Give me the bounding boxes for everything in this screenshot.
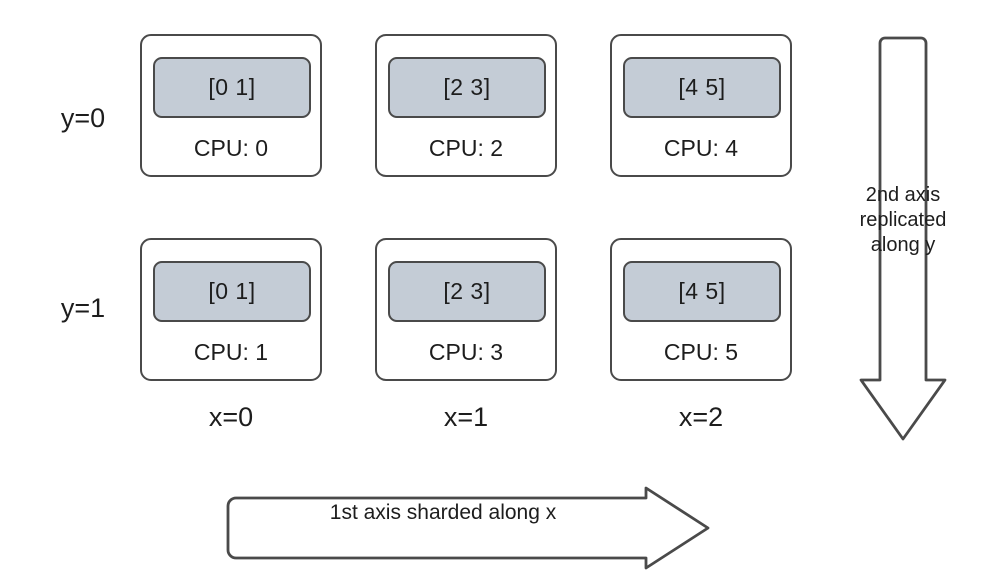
col-label-x2: x=2 [678,402,724,432]
replication-axis-label: 2nd axis replicated along y [838,183,968,258]
cpu-label: CPU: 5 [663,339,739,365]
col-label-x1: x=1 [443,402,489,432]
device-card[interactable]: [4 5] CPU: 4 [610,34,792,177]
replication-axis-arrow-icon [853,33,953,447]
row-label-y0: y=0 [60,103,106,133]
shard-chip: [0 1] [153,261,311,322]
shard-axis-arrow-icon [218,484,714,572]
cpu-label: CPU: 4 [663,135,739,161]
col-label-x0: x=0 [208,402,254,432]
shard-chip: [2 3] [388,261,546,322]
shard-axis-label: 1st axis sharded along x [329,501,557,524]
replication-axis-label-line1: 2nd axis [865,184,941,206]
cpu-label: CPU: 2 [428,135,504,161]
row-label-y1: y=1 [60,293,106,323]
device-card[interactable]: [0 1] CPU: 0 [140,34,322,177]
shard-chip: [4 5] [623,57,781,118]
cpu-label: CPU: 3 [428,339,504,365]
device-card[interactable]: [2 3] CPU: 3 [375,238,557,381]
shard-chip: [2 3] [388,57,546,118]
device-card[interactable]: [2 3] CPU: 2 [375,34,557,177]
cpu-label: CPU: 1 [193,339,269,365]
device-card[interactable]: [0 1] CPU: 1 [140,238,322,381]
shard-chip: [0 1] [153,57,311,118]
device-card[interactable]: [4 5] CPU: 5 [610,238,792,381]
shard-chip: [4 5] [623,261,781,322]
replication-axis-label-line2: replicated [859,209,947,231]
replication-axis-label-line3: along y [870,234,936,256]
cpu-label: CPU: 0 [193,135,269,161]
